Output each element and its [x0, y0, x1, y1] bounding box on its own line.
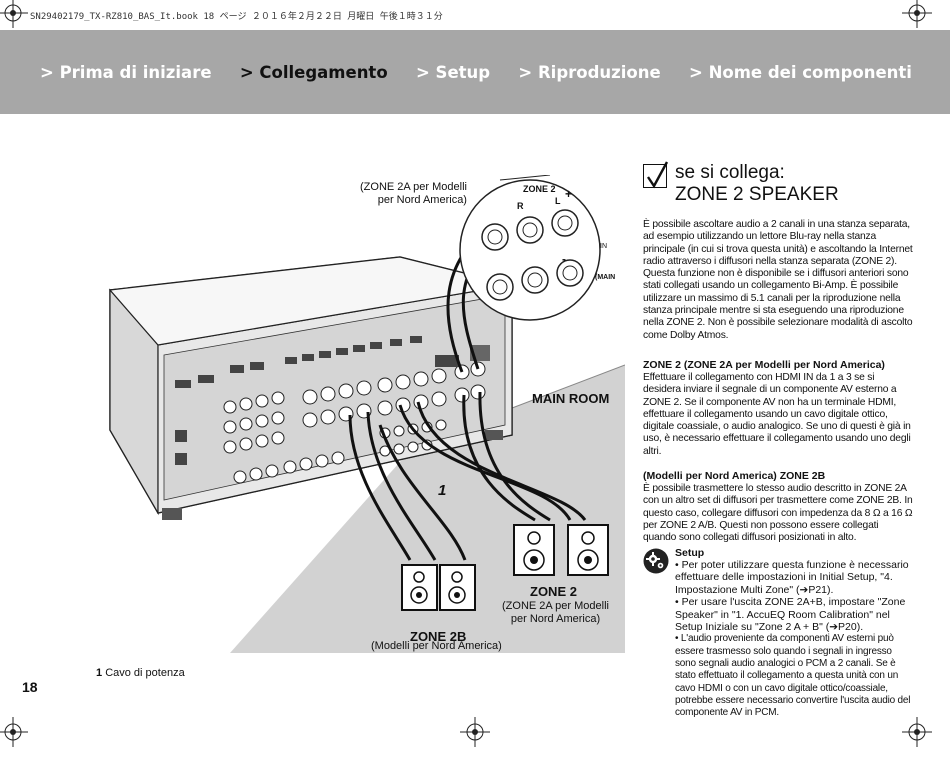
registration-mark-icon — [460, 717, 490, 747]
zone2a-na-label-top: (ZONE 2A per Modelli per Nord America) — [360, 181, 467, 206]
page-number: 18 — [22, 679, 38, 695]
terminal-plus-label: + — [565, 187, 573, 201]
zone2b-subtitle: (Modelli per Nord America) — [371, 640, 502, 652]
nav-tab-nome-dei-componenti[interactable]: > Nome dei componenti — [689, 63, 912, 82]
zone2b-title: ZONE 2B — [410, 629, 467, 644]
print-header: SN29402179_TX-RZ810_BAS_It.book 18 ページ ２… — [30, 12, 443, 22]
connection-diagram: (ZONE 2A per Modelli per Nord America) Z… — [80, 174, 626, 660]
in-label: IN — [600, 243, 607, 250]
speaker-icon — [401, 564, 476, 611]
content-column: se si collega: ZONE 2 SPEAKER È possibil… — [643, 161, 913, 720]
setup-item: • Per usare l'uscita ZONE 2A+B, impostar… — [675, 596, 906, 634]
cable-number-label: 1 — [438, 482, 447, 499]
gear-icon — [643, 548, 669, 574]
checkbox-icon — [643, 161, 669, 189]
top-nav-bar: > Prima di iniziare > Collegamento > Set… — [0, 30, 950, 114]
registration-mark-icon — [0, 0, 28, 28]
registration-mark-icon — [902, 717, 932, 747]
nav-tab-setup[interactable]: > Setup — [415, 63, 491, 82]
registration-mark-icon — [0, 717, 28, 747]
setup-text: Setup • Per poter utilizzare questa funz… — [675, 547, 913, 720]
nav-tab-riproduzione[interactable]: > Riproduzione — [518, 63, 661, 82]
setup-item: • L'audio proveniente da componenti AV e… — [675, 633, 911, 719]
section-zone2-title: ZONE 2 (ZONE 2A per Modelli per Nord Ame… — [643, 358, 885, 371]
caption-text: Cavo di potenza — [105, 667, 185, 679]
zone2-subtitle: (ZONE 2A per Modelli per Nord America) — [502, 600, 609, 625]
terminal-l-label: L — [555, 196, 561, 206]
section-zone2b-text: È possibile trasmettere lo stesso audio … — [643, 483, 913, 544]
caption-number: 1 — [96, 667, 103, 679]
terminal-zone2-label: ZONE 2 — [523, 184, 556, 194]
setup-block: Setup • Per poter utilizzare questa funz… — [643, 547, 913, 720]
figure-caption: 1 Cavo di potenza — [96, 667, 185, 679]
main-room-label: MAIN ROOM — [532, 391, 610, 406]
main-label: (MAIN — [595, 274, 616, 281]
receiver-illustration — [108, 174, 626, 653]
page-title-line-2: ZONE 2 SPEAKER — [675, 184, 839, 205]
nav-tab-collegamento[interactable]: > Collegamento — [239, 63, 388, 82]
section-heading: se si collega: ZONE 2 SPEAKER — [643, 161, 913, 206]
speaker-icon — [513, 524, 609, 576]
setup-item: • Per poter utilizzare questa funzione è… — [675, 559, 909, 596]
intro-paragraph: È possibile ascoltare audio a 2 canali i… — [643, 219, 913, 341]
section-zone2b-title: (Modelli per Nord America) ZONE 2B — [643, 470, 826, 483]
setup-title: Setup — [675, 546, 705, 559]
zone2-title: ZONE 2 — [530, 584, 577, 599]
page-title: se si collega: ZONE 2 SPEAKER — [675, 162, 839, 206]
section-zone2-text: Effettuare il collegamento con HDMI IN d… — [643, 371, 911, 457]
terminal-r-label: R — [517, 201, 524, 211]
terminal-minus-label: - — [562, 252, 566, 266]
nav-tab-prima-di-iniziare[interactable]: > Prima di iniziare — [40, 63, 212, 82]
nav-tabs: > Prima di iniziare > Collegamento > Set… — [40, 63, 912, 82]
page-title-line-1: se si collega: — [675, 162, 785, 183]
registration-mark-icon — [902, 0, 932, 28]
